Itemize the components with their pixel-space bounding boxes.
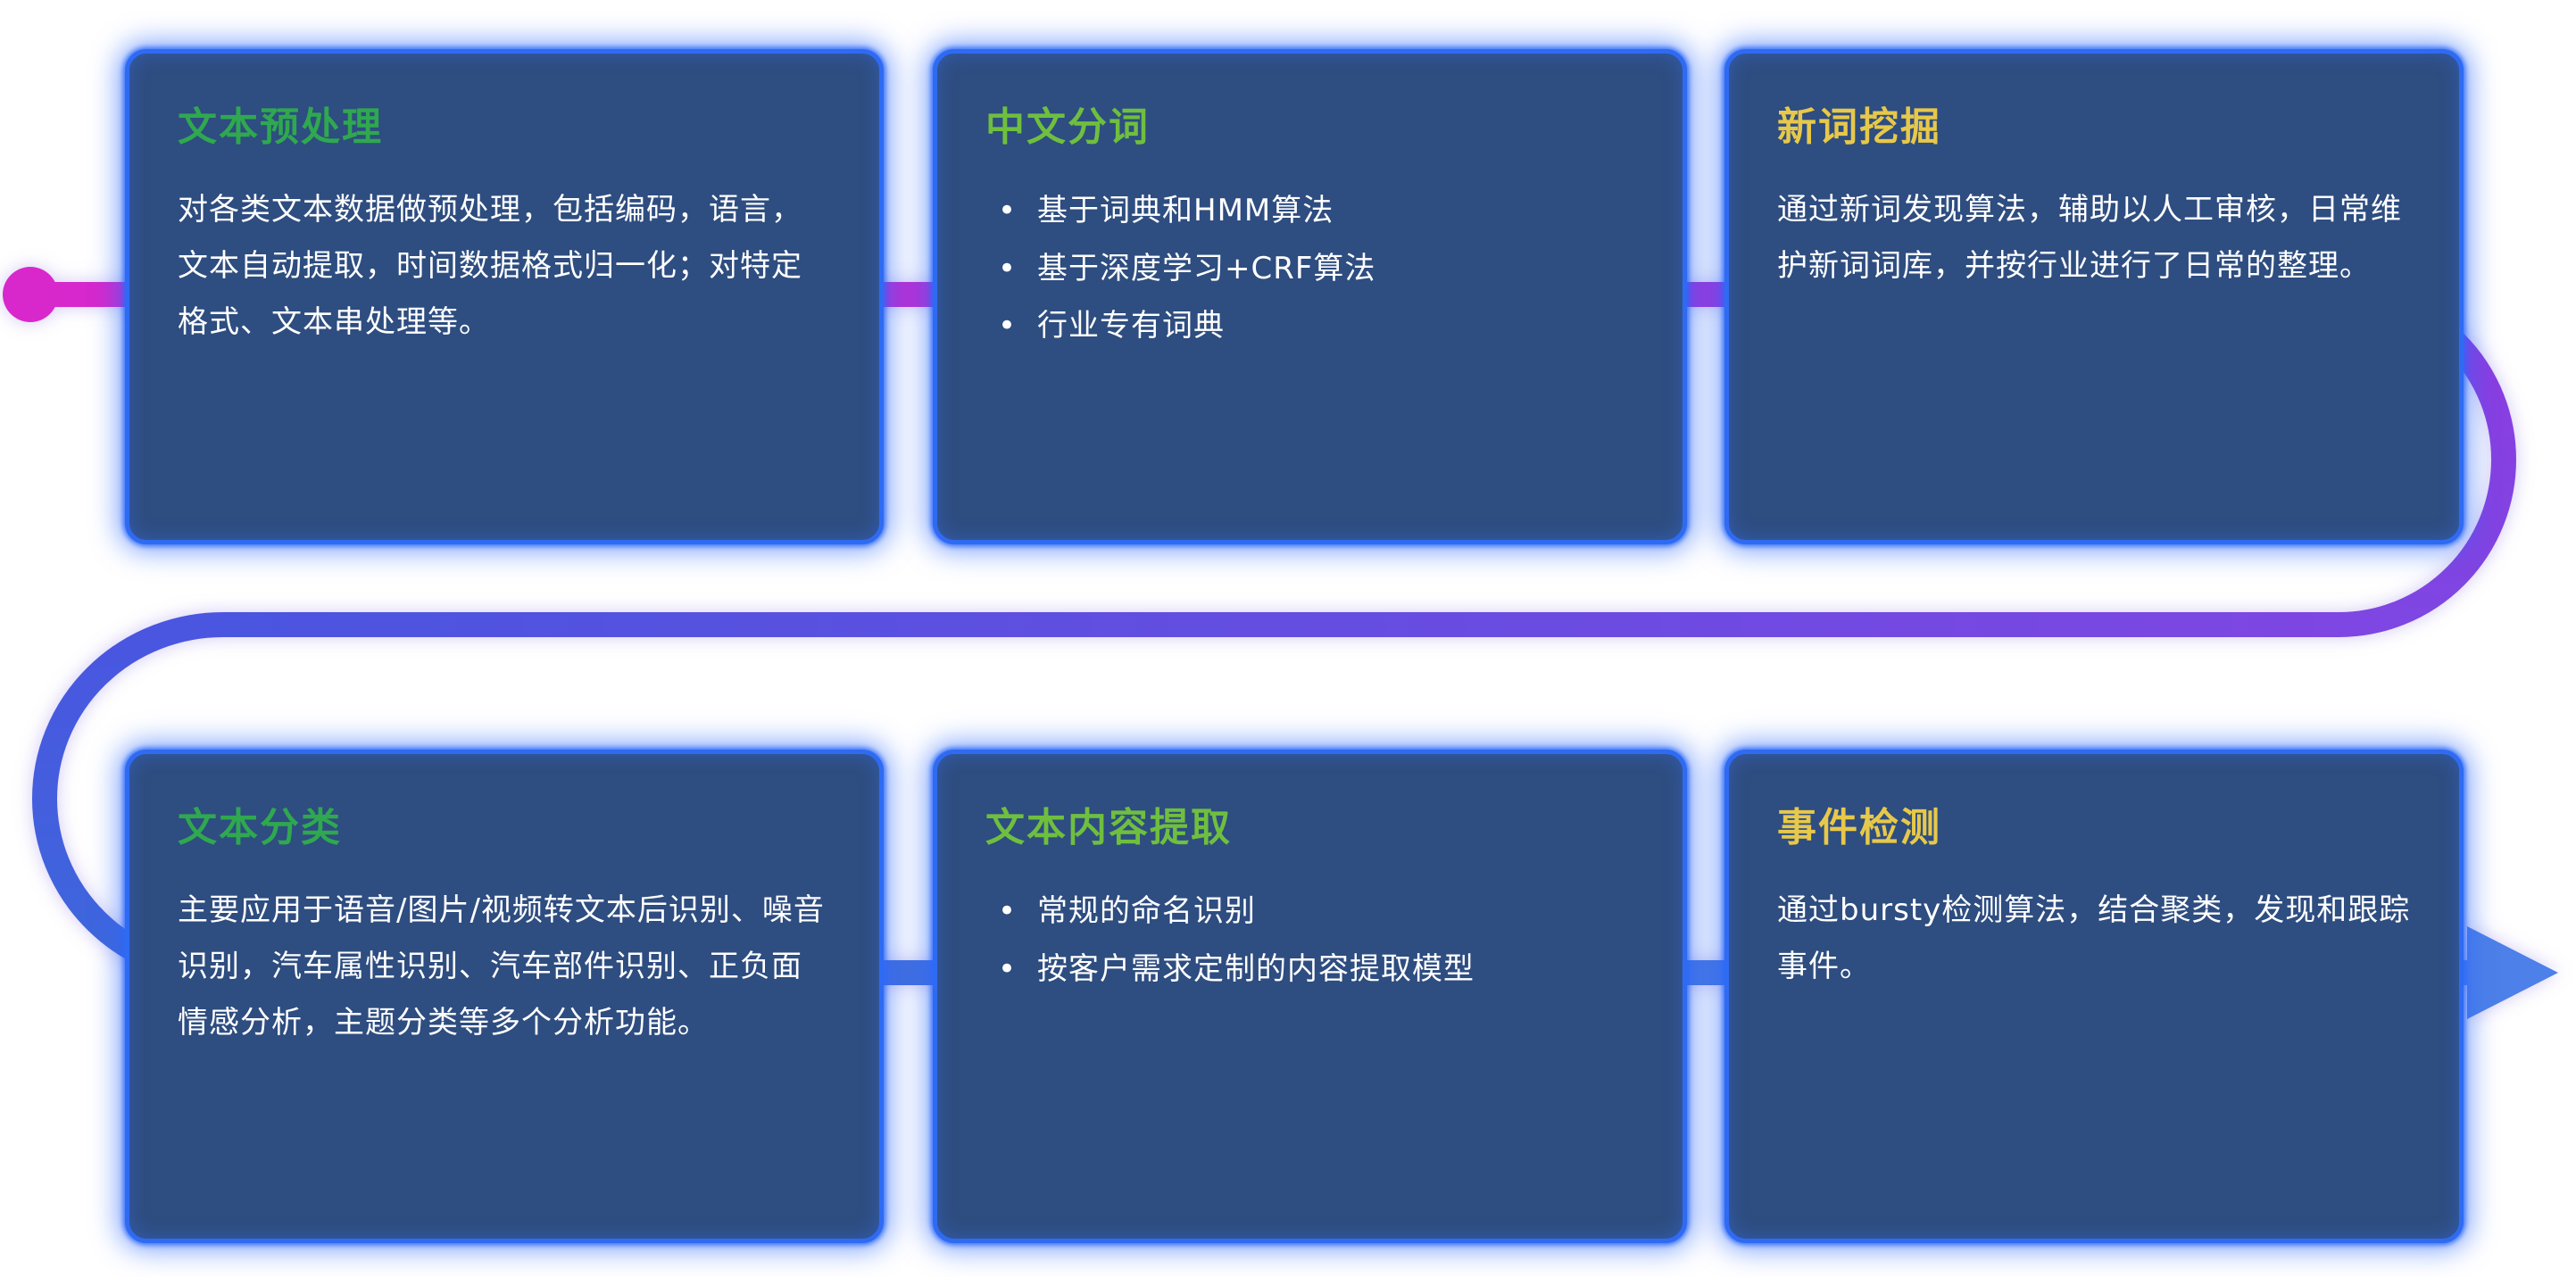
card-title: 事件检测 — [1777, 805, 1941, 850]
bullet-icon: • — [998, 193, 1018, 228]
bullet-item: • 按客户需求定制的内容提取模型 — [985, 941, 1634, 999]
card-new-word-mining: 新词挖掘 通过新词发现算法，辅助以人工审核，日常维护新词词库，并按行业进行了日常… — [1724, 49, 2464, 544]
bullet-text: 行业专有词典 — [1037, 308, 1225, 344]
card-title: 新词挖掘 — [1777, 104, 1941, 150]
card-title: 文本内容提取 — [985, 805, 1232, 850]
bullet-item: • 常规的命名识别 — [985, 883, 1634, 941]
bullet-list: • 基于词典和HMM算法 • 基于深度学习+CRF算法 • 行业专有词典 — [985, 182, 1634, 355]
bullet-text: 基于词典和HMM算法 — [1037, 193, 1334, 228]
bullet-item: • 基于词典和HMM算法 — [985, 182, 1634, 240]
bullet-icon: • — [998, 950, 1018, 987]
card-text-preprocessing: 文本预处理 对各类文本数据做预处理，包括编码，语言，文本自动提取，时间数据格式归… — [125, 49, 884, 544]
bullet-icon: • — [998, 308, 1018, 344]
bullet-item: • 基于深度学习+CRF算法 — [985, 240, 1634, 298]
card-body: 对各类文本数据做预处理，包括编码，语言，文本自动提取，时间数据格式归一化；对特定… — [178, 192, 802, 340]
card-body: 通过bursty检测算法，结合聚类，发现和跟踪事件。 — [1777, 892, 2411, 984]
bullet-icon: • — [998, 250, 1018, 286]
bullet-icon: • — [998, 893, 1018, 929]
card-title: 中文分词 — [985, 104, 1150, 150]
bullet-text: 按客户需求定制的内容提取模型 — [1037, 950, 1475, 987]
flow-arrowhead-icon — [2467, 926, 2558, 1019]
card-title: 文本预处理 — [178, 104, 383, 150]
bullet-text: 常规的命名识别 — [1037, 893, 1256, 929]
card-body: 主要应用于语音/图片/视频转文本后识别、噪音识别，汽车属性识别、汽车部件识别、正… — [178, 892, 825, 1041]
card-event-detection: 事件检测 通过bursty检测算法，结合聚类，发现和跟踪事件。 — [1724, 750, 2464, 1243]
card-title: 文本分类 — [178, 805, 342, 850]
bullet-list: • 常规的命名识别 • 按客户需求定制的内容提取模型 — [985, 883, 1634, 998]
card-text-content-extraction: 文本内容提取 • 常规的命名识别 • 按客户需求定制的内容提取模型 — [933, 750, 1687, 1243]
card-chinese-word-segmentation: 中文分词 • 基于词典和HMM算法 • 基于深度学习+CRF算法 • 行业专有词… — [933, 49, 1687, 544]
card-text-classification: 文本分类 主要应用于语音/图片/视频转文本后识别、噪音识别，汽车属性识别、汽车部… — [125, 750, 884, 1243]
bullet-text: 基于深度学习+CRF算法 — [1037, 250, 1376, 286]
card-body: 通过新词发现算法，辅助以人工审核，日常维护新词词库，并按行业进行了日常的整理。 — [1777, 192, 2402, 284]
bullet-item: • 行业专有词典 — [985, 297, 1634, 355]
